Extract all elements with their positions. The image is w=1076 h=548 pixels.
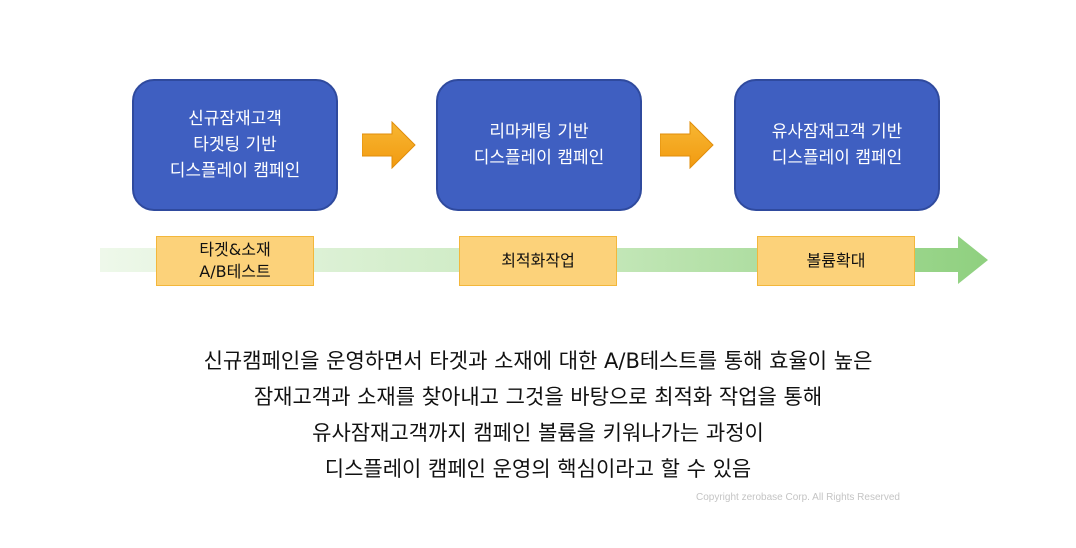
caption-text: 신규캠페인을 운영하면서 타겟과 소재에 대한 A/B테스트를 통해 효율이 높… bbox=[40, 343, 1036, 487]
caption-line: 잠재고객과 소재를 찾아내고 그것을 바탕으로 최적화 작업을 통해 bbox=[253, 385, 823, 409]
step-box-line: 신규잠재고객 bbox=[188, 109, 282, 129]
step-box-line: 디스플레이 캠페인 bbox=[473, 148, 605, 168]
stage-tag-line: A/B테스트 bbox=[199, 262, 271, 281]
stage-tag-optimization: 최적화작업 bbox=[459, 236, 617, 286]
step-box-line: 디스플레이 캠페인 bbox=[169, 161, 301, 181]
right-arrow-icon bbox=[362, 121, 416, 169]
caption-line: 디스플레이 캠페인 운영의 핵심이라고 할 수 있음 bbox=[324, 457, 752, 481]
caption-line: 신규캠페인을 운영하면서 타겟과 소재에 대한 A/B테스트를 통해 효율이 높… bbox=[203, 349, 873, 373]
step-box-new-prospects: 신규잠재고객 타겟팅 기반 디스플레이 캠페인 bbox=[132, 79, 338, 211]
stage-tag-line: 최적화작업 bbox=[501, 251, 575, 270]
step-box-remarketing: 리마케팅 기반 디스플레이 캠페인 bbox=[436, 79, 642, 211]
step-box-line: 유사잠재고객 기반 bbox=[771, 122, 903, 142]
copyright-notice: Copyright zerobase Corp. All Rights Rese… bbox=[696, 492, 900, 503]
step-box-lookalike: 유사잠재고객 기반 디스플레이 캠페인 bbox=[734, 79, 940, 211]
stage-tag-line: 볼륨확대 bbox=[806, 251, 866, 270]
stage-tag-volume-expansion: 볼륨확대 bbox=[757, 236, 915, 286]
caption-line: 유사잠재고객까지 캠페인 볼륨을 키워나가는 과정이 bbox=[312, 421, 764, 445]
stage-tag-line: 타겟&소재 bbox=[199, 240, 271, 259]
stage-tag-ab-test: 타겟&소재 A/B테스트 bbox=[156, 236, 314, 286]
step-box-line: 리마케팅 기반 bbox=[489, 122, 589, 142]
step-box-line: 디스플레이 캠페인 bbox=[771, 148, 903, 168]
step-box-line: 타겟팅 기반 bbox=[193, 135, 277, 155]
right-arrow-icon bbox=[660, 121, 714, 169]
